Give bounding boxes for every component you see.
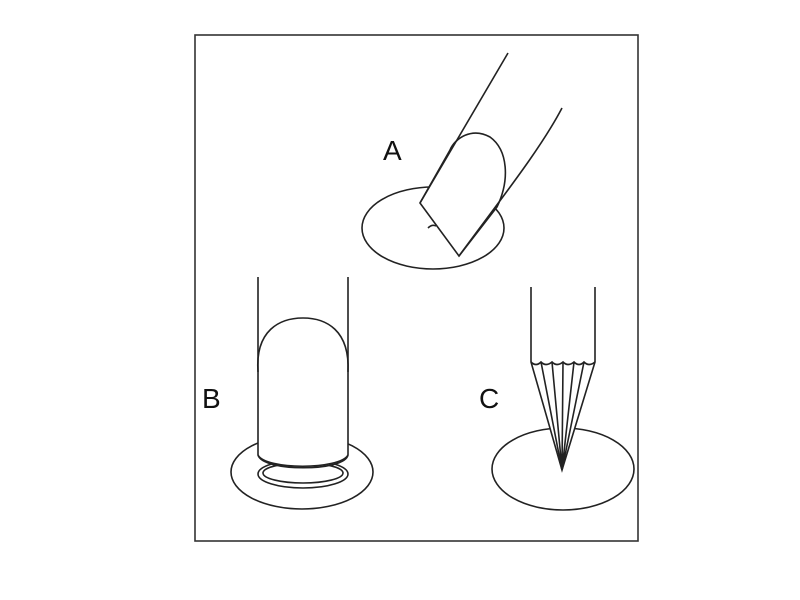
panel-c-fan-lines xyxy=(540,361,585,471)
panel-a: A xyxy=(361,52,563,270)
label-a: A xyxy=(383,135,402,166)
panel-a-finger-right xyxy=(458,107,563,257)
panel-b: B xyxy=(202,277,374,510)
label-c: C xyxy=(479,383,499,414)
panel-b-dome xyxy=(257,317,349,373)
panel-b-finger-base xyxy=(257,454,349,467)
panel-a-mark xyxy=(427,224,437,229)
label-b: B xyxy=(202,383,221,414)
panel-a-finger-left xyxy=(419,52,509,204)
panel-c: C xyxy=(479,287,635,511)
panel-b-finger xyxy=(257,277,349,469)
